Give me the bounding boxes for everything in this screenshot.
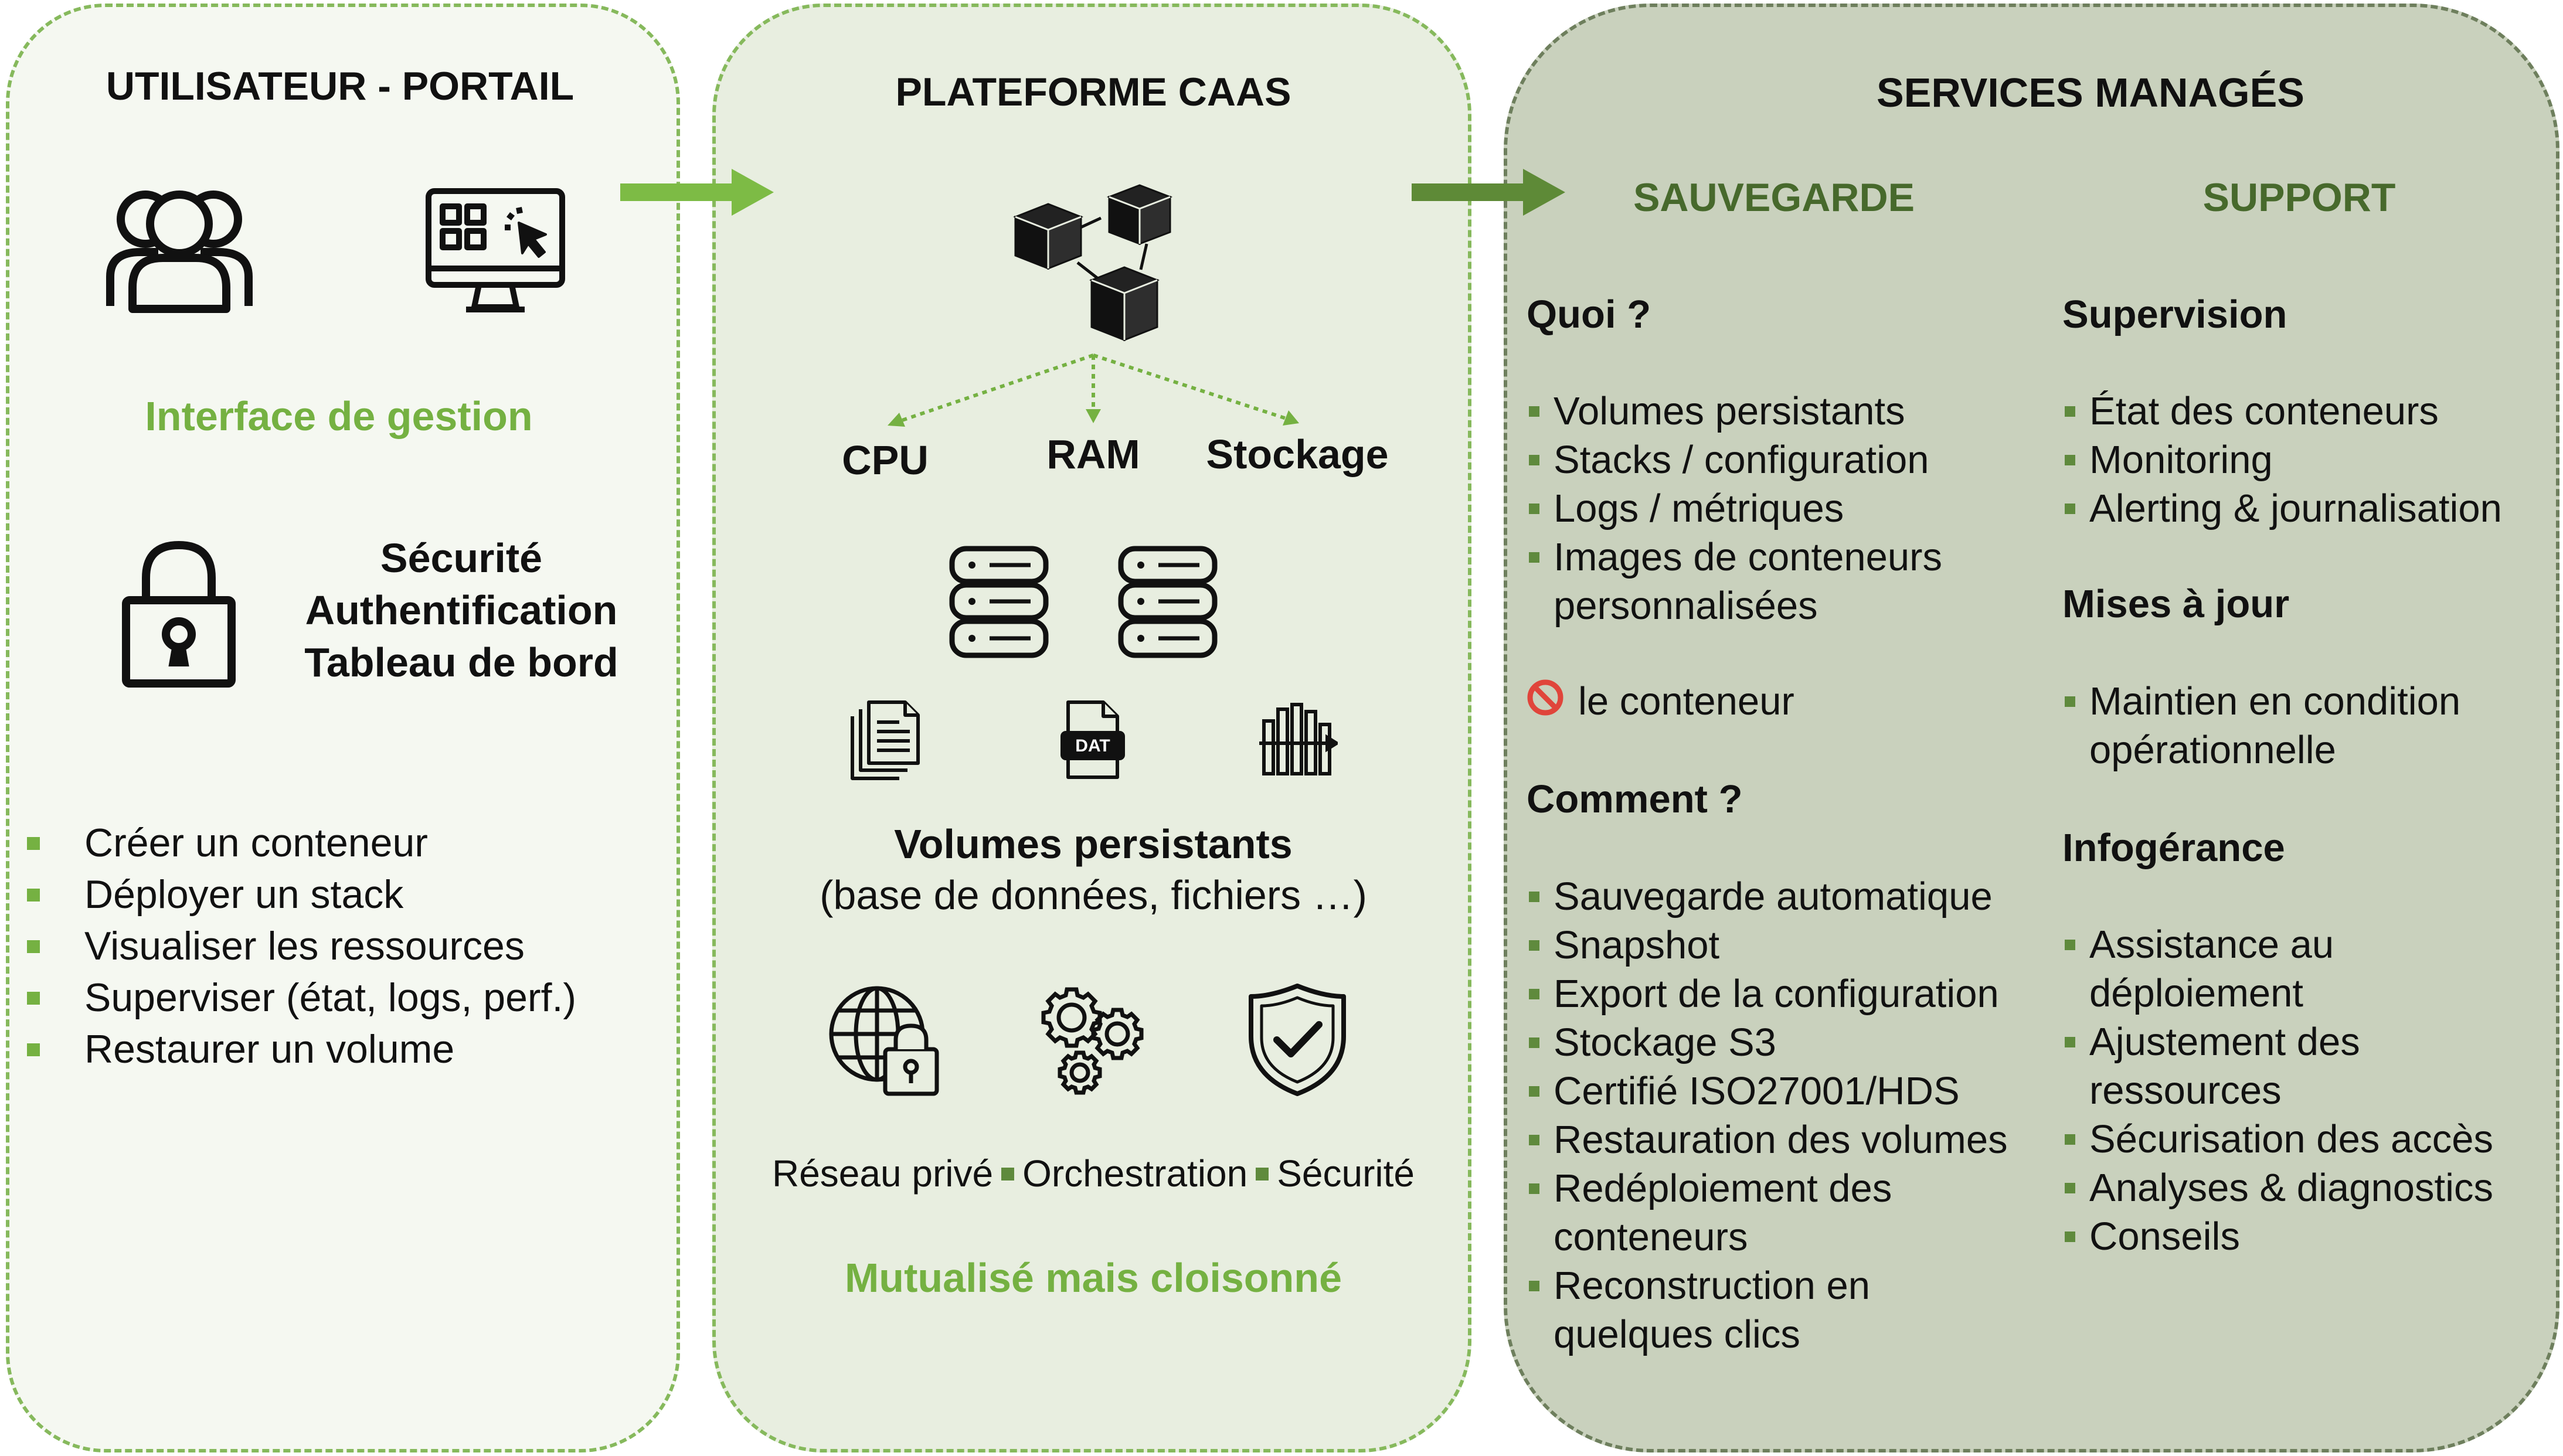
volumes-title: Volumes persistants [894, 821, 1293, 867]
support-updates-list: Maintien en condition opérationnelle [2062, 677, 2460, 774]
security-line: Tableau de bord [304, 639, 618, 685]
portal-panel [6, 4, 680, 1452]
support-outsourcing-title: Infogérance [2062, 826, 2285, 870]
files-stack-icon [851, 700, 920, 780]
support-supervision-title: Supervision [2062, 292, 2287, 336]
backup-what-title: Quoi ? [1527, 292, 1651, 336]
list-item: Analyses & diagnostics [2062, 1164, 2493, 1212]
feature-private-network: Réseau privé [771, 1152, 994, 1195]
feature-separator [1001, 1168, 1015, 1181]
prohibited-icon [1527, 679, 1563, 716]
list-item-line: Ajustement des [2089, 1020, 2360, 1064]
caas-features-line: Réseau privé Orchestration Sécurité [772, 1152, 1415, 1195]
list-item: Snapshot [1527, 921, 2008, 969]
volumes-subtitle: (base de données, fichiers …) [820, 872, 1367, 918]
security-line: Authentification [305, 587, 618, 633]
feature-security: Sécurité [1277, 1152, 1415, 1195]
data-columns-icon [1259, 703, 1338, 775]
list-item-line: ressources [2089, 1069, 2282, 1113]
support-updates-title: Mises à jour [2062, 582, 2290, 626]
list-item: Images de conteneurs personnalisées [1527, 533, 1942, 630]
resource-ram: RAM [1046, 431, 1140, 477]
list-item: Déployer un stack [26, 869, 576, 920]
users-group-icon [106, 190, 253, 313]
database-server-icon [949, 546, 1049, 658]
list-item: Volumes persistants [1527, 387, 1942, 436]
dat-label: DAT [1075, 736, 1110, 756]
list-item: Sauvegarde automatique [1527, 872, 2008, 921]
support-heading: SUPPORT [2202, 175, 2396, 220]
list-item: Maintien en condition opérationnelle [2062, 677, 2460, 774]
list-item: Logs / métriques [1527, 484, 1942, 533]
feature-separator [1256, 1168, 1269, 1181]
list-item-line: conteneurs [1554, 1215, 1748, 1259]
list-item: Stockage S3 [1527, 1018, 2008, 1067]
list-item: Monitoring [2062, 436, 2502, 484]
list-item-line: déploiement [2089, 971, 2304, 1015]
list-item-line: Images de conteneurs [1554, 535, 1942, 579]
list-item: Conseils [2062, 1212, 2493, 1261]
list-item: Reconstruction en quelques clics [1527, 1261, 2008, 1359]
list-item: Restaurer un volume [26, 1023, 576, 1075]
list-item: Redéploiement des conteneurs [1527, 1164, 2008, 1261]
interface-label: Interface de gestion [145, 393, 533, 439]
list-item-line: Redéploiement des [1554, 1166, 1892, 1210]
list-item: Export de la configuration [1527, 969, 2008, 1018]
security-features: Sécurité Authentification Tableau de bor… [304, 532, 618, 689]
list-item-line: Maintien en condition [2089, 679, 2461, 723]
portal-title: UTILISATEUR - PORTAIL [106, 64, 575, 108]
list-item-line: quelques clics [1554, 1312, 1800, 1356]
arrow-right-icon [620, 169, 774, 216]
caas-tagline: Mutualisé mais cloisonné [845, 1255, 1342, 1301]
backup-how-list: Sauvegarde automatique Snapshot Export d… [1527, 872, 2008, 1359]
gears-orchestration-icon [1041, 987, 1144, 1095]
list-item-line: Reconstruction en [1554, 1264, 1871, 1308]
security-line: Sécurité [380, 535, 543, 581]
dashboard-monitor-icon [426, 188, 565, 312]
backup-how-title: Comment ? [1527, 777, 1743, 821]
support-outsourcing-list: Assistance au déploiement Ajustement des… [2062, 920, 2493, 1261]
list-item: Visualiser les ressources [26, 920, 576, 972]
list-item: État des conteneurs [2062, 387, 2502, 436]
list-item: Assistance au déploiement [2062, 920, 2493, 1018]
list-item: Ajustement des ressources [2062, 1018, 2493, 1115]
container-cubes-icon [1013, 184, 1173, 342]
feature-orchestration: Orchestration [1022, 1152, 1248, 1195]
list-item-line: Assistance au [2089, 923, 2334, 967]
dat-file-icon: DAT [1060, 700, 1125, 779]
resource-branch-arrows [888, 353, 1299, 427]
database-server-icon [1118, 546, 1218, 658]
list-item-line: opérationnelle [2089, 728, 2336, 772]
list-item: Stacks / configuration [1527, 436, 1942, 484]
shield-check-icon [1249, 984, 1346, 1096]
list-item: Alerting & journalisation [2062, 484, 2502, 533]
list-item: Restauration des volumes [1527, 1115, 2008, 1164]
arrow-right-icon [1412, 169, 1565, 216]
list-item: Créer un conteneur [26, 817, 576, 869]
resource-storage: Stockage [1206, 431, 1389, 477]
secure-network-globe-icon [829, 986, 939, 1096]
backup-what-list: Volumes persistants Stacks / configurati… [1527, 387, 1942, 630]
list-item-line: personnalisées [1554, 584, 1818, 628]
backup-excluded: le conteneur [1578, 679, 1794, 723]
list-item: Certifié ISO27001/HDS [1527, 1067, 2008, 1115]
list-item: Superviser (état, logs, perf.) [26, 972, 576, 1023]
portal-action-list: Créer un conteneur Déployer un stack Vis… [26, 817, 576, 1075]
resource-cpu: CPU [842, 437, 929, 483]
services-title: SERVICES MANAGÉS [1877, 70, 2304, 115]
padlock-icon [122, 540, 236, 688]
support-supervision-list: État des conteneurs Monitoring Alerting … [2062, 387, 2502, 533]
managed-services-panel [1504, 4, 2559, 1452]
backup-heading: SAUVEGARDE [1633, 175, 1915, 220]
list-item: Sécurisation des accès [2062, 1115, 2493, 1164]
caas-title: PLATEFORME CAAS [895, 70, 1291, 114]
